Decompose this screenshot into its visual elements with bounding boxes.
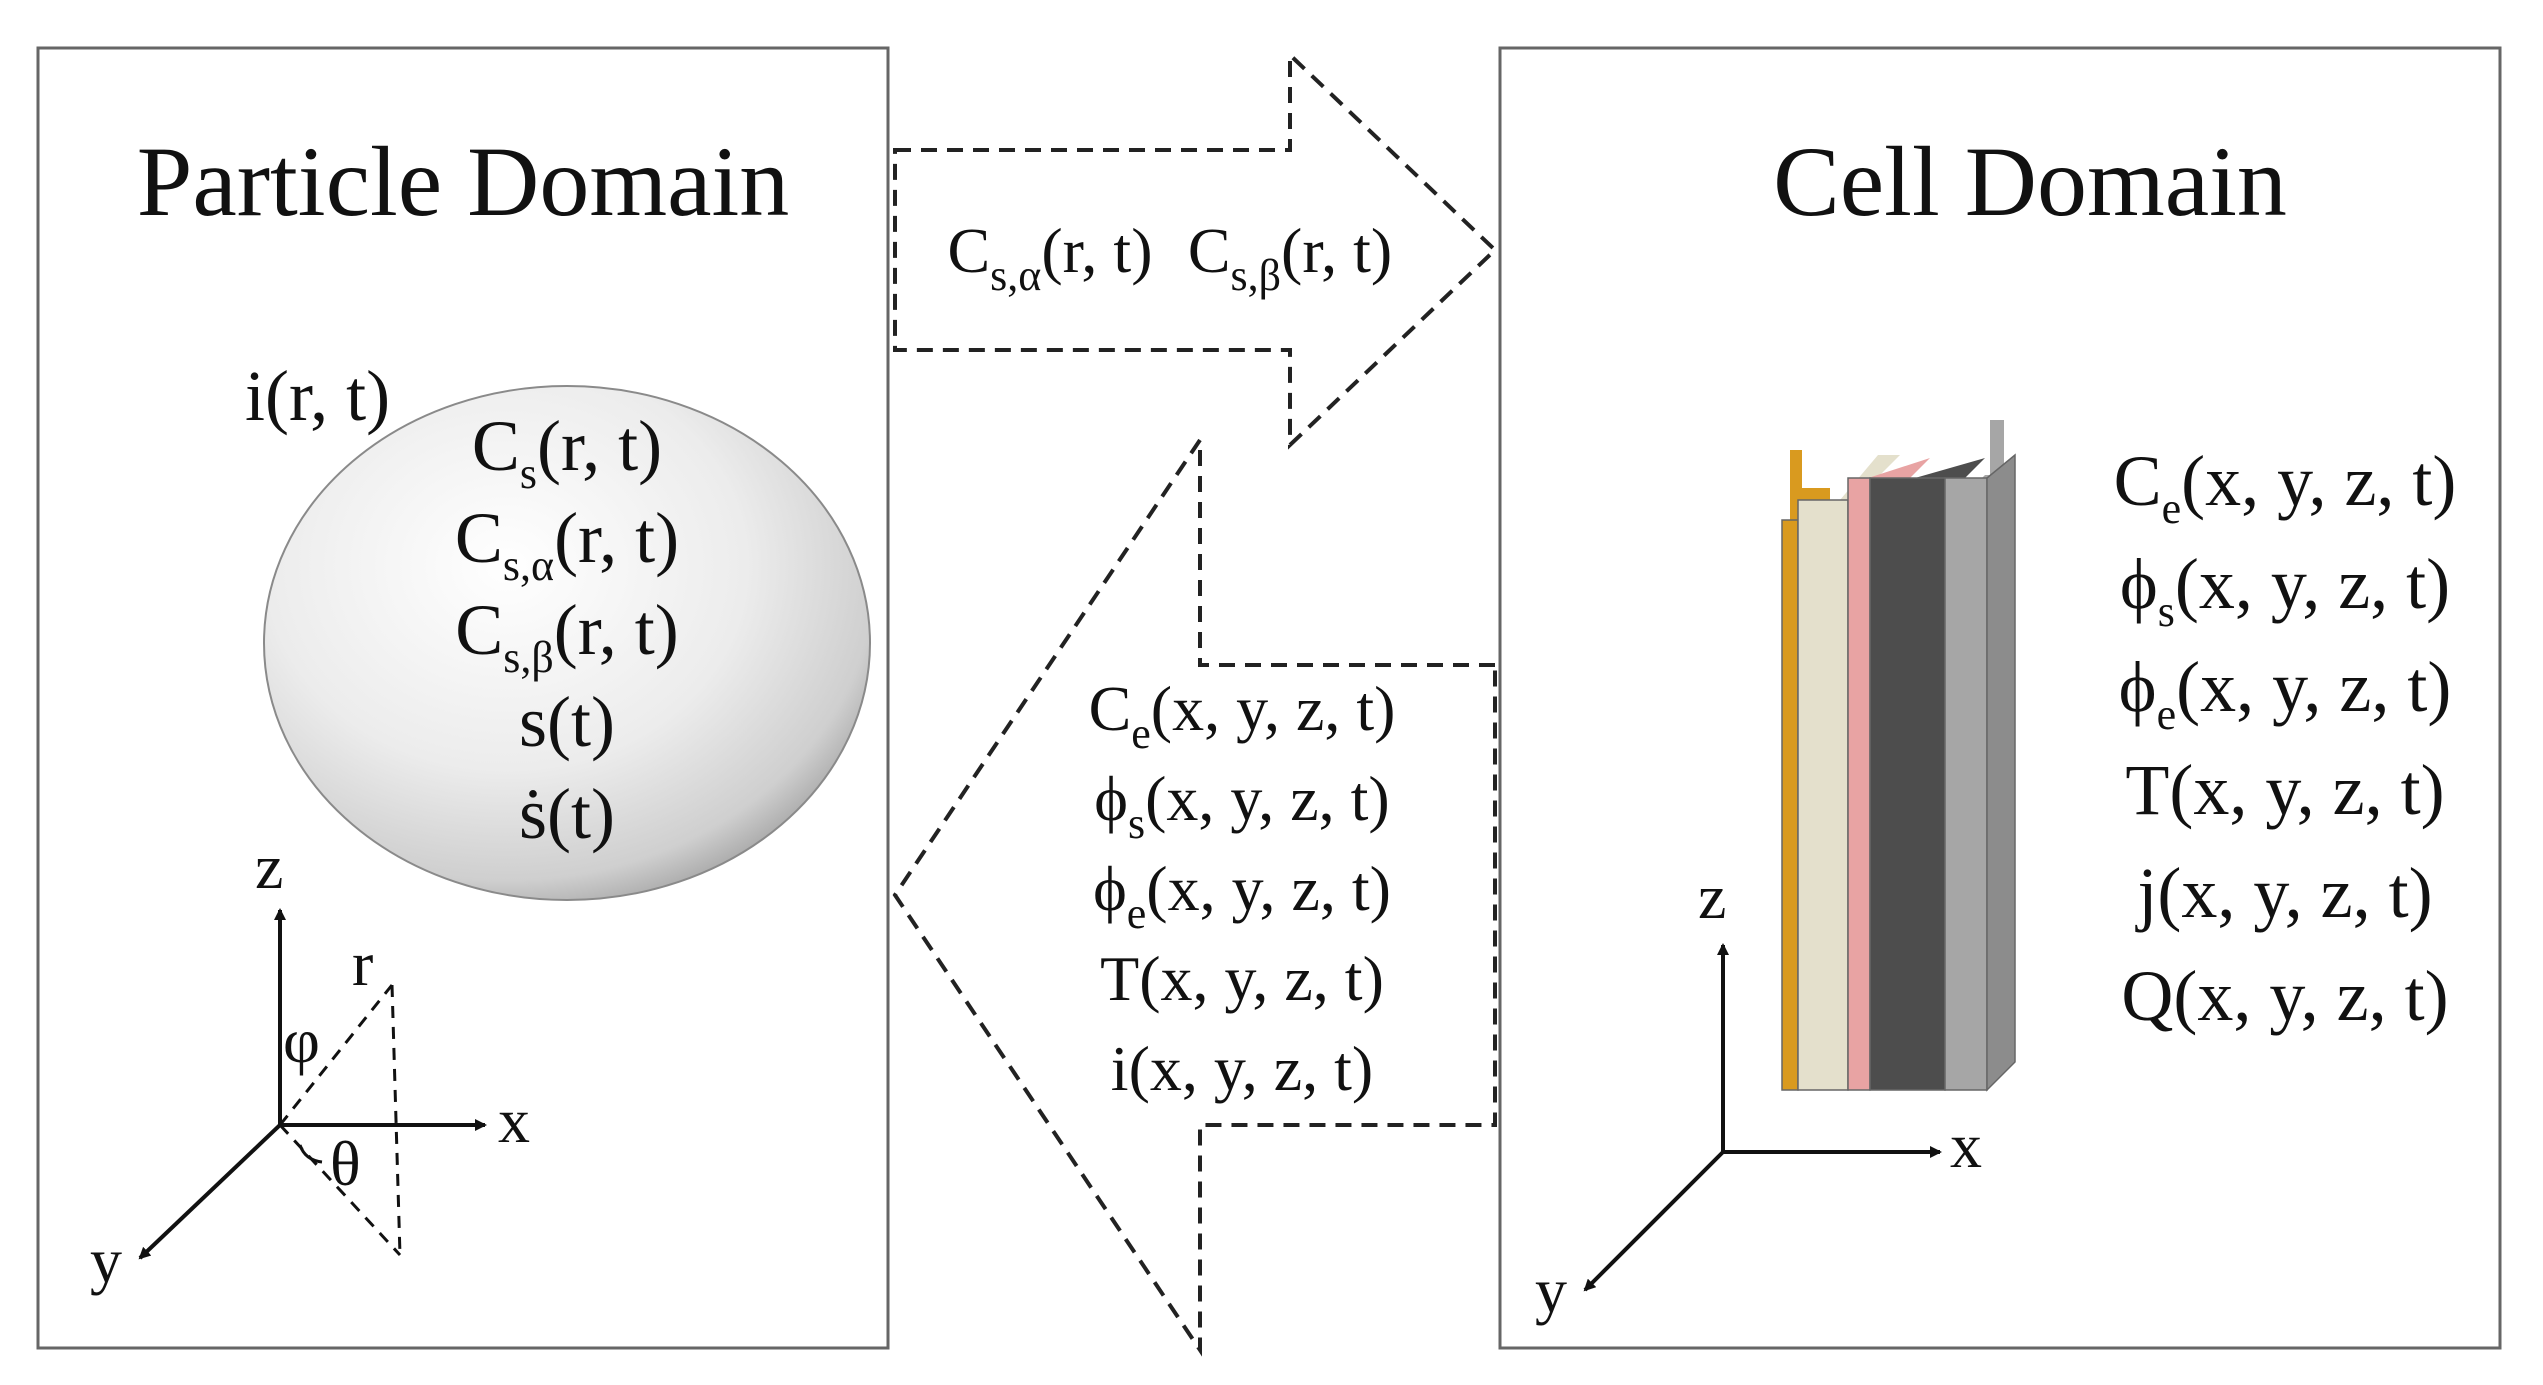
variable-symbol: C xyxy=(947,215,990,286)
particle-sphere xyxy=(263,385,871,901)
positive-tab xyxy=(1990,420,2004,480)
variable-arguments: (x, y, z, t) xyxy=(1145,763,1390,834)
variable-symbol: T(x, y, z, t) xyxy=(2125,750,2444,830)
layer-al-side xyxy=(1986,453,2016,1092)
variable-subscript: e xyxy=(2162,484,2182,533)
layer-cu-face xyxy=(1781,519,1799,1091)
variable-expression: ϕe(x, y, z, t) xyxy=(2119,647,2452,739)
variable-arguments: (r, t) xyxy=(554,590,679,670)
variable-arguments: (r, t) xyxy=(554,498,679,578)
variable-symbol: ϕ xyxy=(1094,763,1128,834)
variable-subscript: s,β xyxy=(1231,251,1282,300)
variable-expression: Cs,α(r, t) xyxy=(947,215,1152,300)
variable-arguments: (r, t) xyxy=(537,406,662,486)
variable-symbol: Q(x, y, z, t) xyxy=(2121,956,2448,1036)
particle-phi-label: φ xyxy=(283,1005,320,1076)
layer-separator-face xyxy=(1847,477,1871,1091)
particle-y-label: y xyxy=(90,1225,122,1296)
variable-subscript: e xyxy=(1127,889,1147,938)
cell-y-axis-arrow xyxy=(1583,1150,1725,1292)
variable-expression: Cs(r, t) xyxy=(472,406,662,498)
variable-arguments: (r, t) xyxy=(1041,215,1152,286)
variable-expression: Q(x, y, z, t) xyxy=(2121,956,2448,1036)
theta-arc xyxy=(298,1144,323,1164)
variable-arguments: (x, y, z, t) xyxy=(1146,853,1391,924)
cell-layer-stack xyxy=(1781,420,2016,1092)
variable-arguments: (x, y, z, t) xyxy=(2175,544,2450,624)
cell-domain-title: Cell Domain xyxy=(1773,126,2287,237)
variable-symbol: T(x, y, z, t) xyxy=(1100,943,1384,1014)
layer-al-face xyxy=(1944,477,1988,1091)
variable-expression: Cs,α(r, t) xyxy=(455,498,679,590)
variable-expression: ϕs(x, y, z, t) xyxy=(1094,763,1389,848)
variable-subscript: e xyxy=(2157,690,2177,739)
particle-domain-title: Particle Domain xyxy=(137,126,790,237)
variable-arguments: (x, y, z, t) xyxy=(2176,647,2451,727)
variable-symbol: C xyxy=(2114,441,2162,521)
variable-expression: T(x, y, z, t) xyxy=(2125,750,2444,830)
variable-expression: ϕs(x, y, z, t) xyxy=(2120,544,2450,636)
variable-expression: Ce(x, y, z, t) xyxy=(1089,673,1396,758)
cell-x-label: x xyxy=(1950,1110,1982,1181)
arrow-to-particle-variables: Ce(x, y, z, t)ϕs(x, y, z, t)ϕe(x, y, z, … xyxy=(1089,673,1396,1104)
particle-current-label: i(r, t) xyxy=(245,356,390,436)
variable-expression: T(x, y, z, t) xyxy=(1100,943,1384,1014)
particle-axes xyxy=(138,908,487,1260)
particle-r-label: r xyxy=(352,928,373,999)
variable-expression: ṡ(t) xyxy=(519,774,615,854)
arrow-particle-to-cell xyxy=(893,50,1498,450)
variable-expression: Ce(x, y, z, t) xyxy=(2114,441,2457,533)
variable-subscript: s,α xyxy=(503,541,554,590)
variable-symbol: C xyxy=(455,590,503,670)
cell-y-label: y xyxy=(1535,1255,1567,1326)
variable-symbol: ϕ xyxy=(2119,647,2157,727)
variable-arguments: (x, y, z, t) xyxy=(2181,441,2456,521)
variable-subscript: s,β xyxy=(503,633,554,682)
variable-subscript: s xyxy=(520,449,537,498)
layer-electrode-face xyxy=(1797,499,1849,1091)
variable-subscript: s xyxy=(2158,587,2175,636)
variable-symbol: ϕ xyxy=(1093,853,1127,924)
variable-expression: i(x, y, z, t) xyxy=(1111,1033,1373,1104)
variable-symbol: s(t) xyxy=(519,682,615,762)
variable-expression: Cs,β(r, t) xyxy=(1188,215,1392,300)
cell-domain-variables: Ce(x, y, z, t)ϕs(x, y, z, t)ϕe(x, y, z, … xyxy=(2114,441,2457,1036)
arrow-to-cell-variables: Cs,α(r, t)Cs,β(r, t) xyxy=(947,215,1392,300)
variable-expression: s(t) xyxy=(519,682,615,762)
variable-symbol: ṡ(t) xyxy=(519,774,615,854)
variable-arguments: (r, t) xyxy=(1281,215,1392,286)
variable-expression: j(x, y, z, t) xyxy=(2134,853,2432,933)
cell-z-label: z xyxy=(1698,861,1726,932)
variable-subscript: s xyxy=(1128,799,1145,848)
variable-subscript: e xyxy=(1131,709,1151,758)
layer-dark-face xyxy=(1869,477,1946,1091)
cell-axes xyxy=(1583,943,1942,1292)
variable-expression: ϕe(x, y, z, t) xyxy=(1093,853,1391,938)
variable-arguments: (x, y, z, t) xyxy=(1151,673,1396,744)
variable-subscript: s,α xyxy=(990,251,1041,300)
y-axis-arrow xyxy=(138,1123,282,1260)
variable-symbol: i(x, y, z, t) xyxy=(1111,1033,1373,1104)
variable-symbol: C xyxy=(472,406,520,486)
variable-symbol: C xyxy=(1089,673,1132,744)
sphere-variables: Cs(r, t)Cs,α(r, t)Cs,β(r, t)s(t)ṡ(t) xyxy=(455,406,679,854)
particle-theta-label: θ xyxy=(330,1128,361,1199)
particle-x-label: x xyxy=(498,1085,530,1156)
variable-symbol: C xyxy=(455,498,503,578)
radius-vector xyxy=(278,984,394,1126)
arrow-cell-to-particle xyxy=(892,433,1497,1357)
variable-symbol: j(x, y, z, t) xyxy=(2134,853,2432,933)
variable-expression: Cs,β(r, t) xyxy=(455,590,679,682)
variable-symbol: ϕ xyxy=(2120,544,2158,624)
radius-projection-line xyxy=(390,984,402,1256)
variable-symbol: C xyxy=(1188,215,1231,286)
particle-z-label: z xyxy=(255,831,283,902)
